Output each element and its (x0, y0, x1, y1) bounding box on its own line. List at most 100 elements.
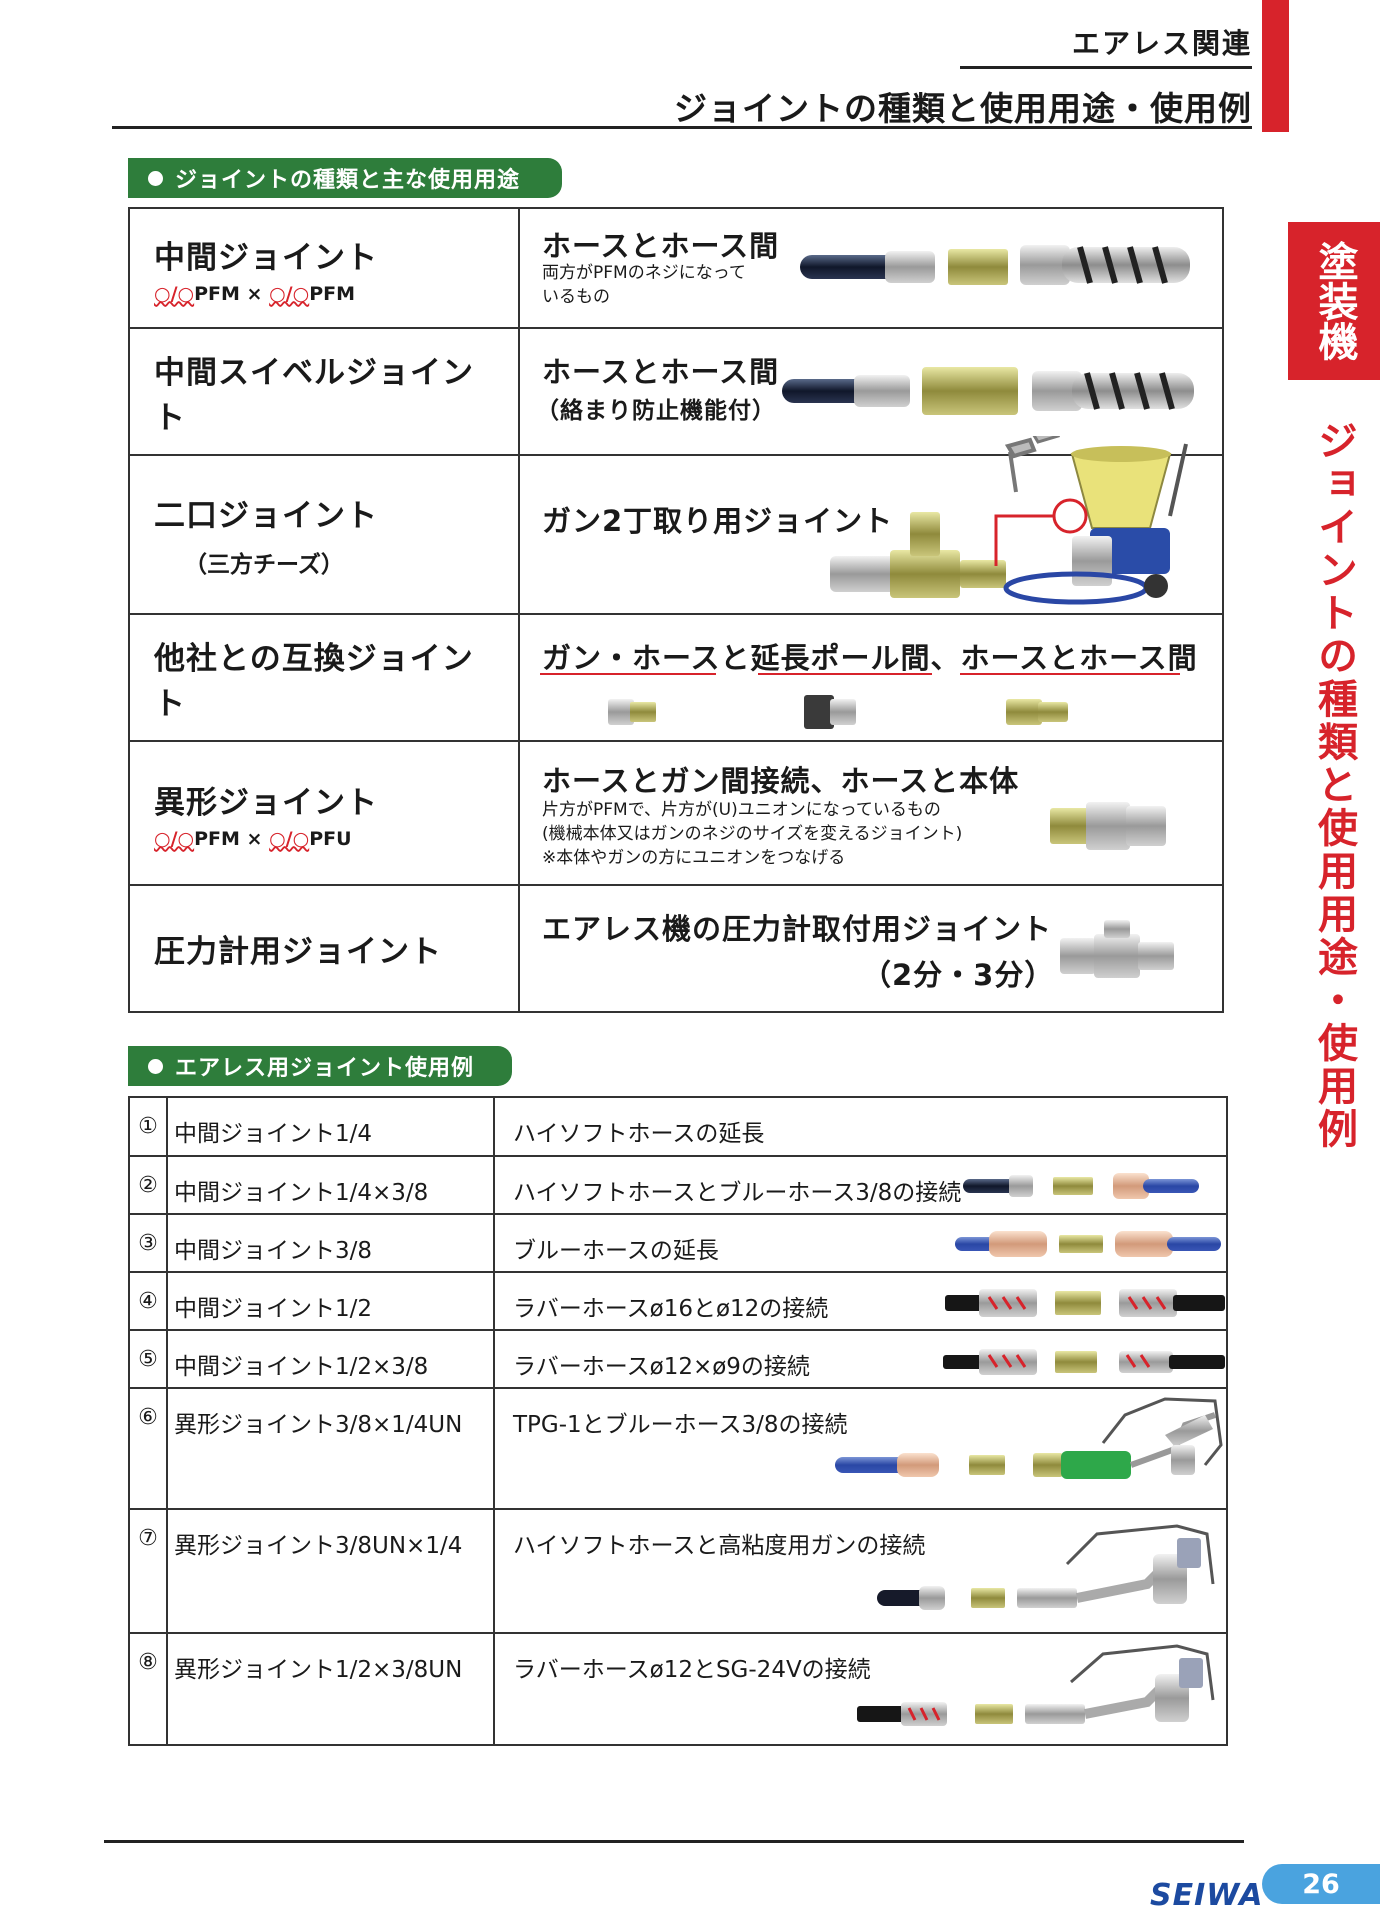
table-row: 他社との互換ジョイント ガン・ホースと延長ポール間、ホースとホース間 (130, 615, 1222, 742)
usage-text: ブルーホースの延長 (513, 1238, 719, 1264)
joint-name: 異形ジョイント (154, 784, 378, 821)
section1-title: ジョイントの種類と主な使用用途 (175, 168, 521, 193)
compat-joints-illustration (608, 695, 1068, 729)
pump-machine-illustration (994, 436, 1188, 605)
joint-use-desc: 両方がPFMのネジになっているもの (542, 263, 746, 307)
joint-use-heading: ガン2丁取り用ジョイント (542, 504, 894, 538)
page-number: 26 (1262, 1864, 1380, 1904)
page-title: ジョイントの種類と使用用途・使用例 (674, 89, 1252, 128)
usage-cell: ラバーホースø12×ø9の接続 (493, 1329, 1228, 1389)
side-vertical-title: ジョイントの種類と使用用途・使用例 (1311, 420, 1357, 1151)
bullet-icon (148, 1058, 163, 1074)
joint-use-heading: エアレス機の圧力計取付用ジョイント (542, 912, 1053, 946)
hose-joint-illustration (945, 1289, 1225, 1317)
joint-model: 中間ジョイント1/4×3/8 (166, 1155, 495, 1215)
usage-text: ハイソフトホースの延長 (513, 1121, 765, 1147)
row-number: ② (128, 1155, 168, 1215)
joint-name: 中間スイベルジョイント (154, 354, 474, 436)
joint-use-cell: ガン2丁取り用ジョイント (520, 436, 1222, 613)
table-row: ① 中間ジョイント1/4 ハイソフトホースの延長 (128, 1096, 1228, 1157)
row-number: ① (128, 1096, 168, 1157)
joint-use-cell: エアレス機の圧力計取付用ジョイント （2分・3分） (520, 886, 1222, 1011)
joint-thread-spec: ○/○PFM × ○/○PFM (154, 282, 355, 305)
joint-use-cell: ガン・ホースと延長ポール間、ホースとホース間 (520, 615, 1222, 740)
joint-name: 圧力計用ジョイント (154, 934, 442, 970)
joint-use-heading: ホースとガン間接続、ホースと本体 (542, 764, 1020, 798)
bullet-icon (148, 170, 163, 186)
row-number: ⑥ (128, 1387, 168, 1510)
joint-name-cell: 二口ジョイント （三方チーズ） (130, 456, 520, 613)
table-row: ③ 中間ジョイント3/8 ブルーホースの延長 (128, 1213, 1228, 1273)
union-joint-illustration (1050, 802, 1166, 850)
spray-gun-illustration (857, 1644, 1215, 1726)
table-row: 圧力計用ジョイント エアレス機の圧力計取付用ジョイント （2分・3分） (130, 886, 1222, 1011)
joint-types-table: 中間ジョイント ○/○PFM × ○/○PFM ホースとホース間 両方がPFMの… (128, 207, 1224, 1013)
usage-cell: ブルーホースの延長 (493, 1213, 1228, 1273)
usage-text: ラバーホースø12×ø9の接続 (513, 1354, 810, 1380)
table-row: 中間ジョイント ○/○PFM × ○/○PFM ホースとホース間 両方がPFMの… (130, 209, 1222, 329)
seiwa-logo: SEIWA (1150, 1878, 1264, 1913)
joint-use-desc: 片方がPFMで、片方が(U)ユニオンになっているもの (機械本体又はガンのネジの… (542, 800, 963, 868)
red-underlines (540, 673, 1180, 675)
section2-heading: エアレス用ジョイント使用例 (128, 1046, 512, 1086)
table-row: ⑥ 異形ジョイント3/8×1/4UN TPG-1とブルーホース3/8の接続 (128, 1387, 1228, 1510)
header-category: エアレス関連 (1071, 27, 1252, 60)
hose-joint-illustration (800, 245, 1190, 285)
usage-text: ハイソフトホースと高粘度用ガンの接続 (513, 1533, 926, 1559)
table-row: ⑦ 異形ジョイント3/8UN×1/4 ハイソフトホースと高粘度用ガンの接続 (128, 1508, 1228, 1634)
row-number: ⑦ (128, 1508, 168, 1634)
row-number: ④ (128, 1271, 168, 1331)
header-red-bar (1262, 0, 1289, 132)
usage-text: ラバーホースø16とø12の接続 (513, 1296, 829, 1322)
joint-name-cell: 異形ジョイント ○/○PFM × ○/○PFU (130, 742, 520, 884)
joint-name-cell: 中間スイベルジョイント (130, 329, 520, 454)
joint-use-cell: ホースとガン間接続、ホースと本体 片方がPFMで、片方が(U)ユニオンになってい… (520, 742, 1222, 884)
usage-cell: ハイソフトホースの延長 (493, 1096, 1228, 1157)
side-tab[interactable]: 塗装機 (1288, 222, 1380, 380)
usage-cell: ラバーホースø16とø12の接続 (493, 1271, 1228, 1331)
footer-divider (104, 1840, 1244, 1843)
table-row: ④ 中間ジョイント1/2 ラバーホースø16とø12の接続 (128, 1271, 1228, 1331)
table-row: 異形ジョイント ○/○PFM × ○/○PFU ホースとガン間接続、ホースと本体… (130, 742, 1222, 886)
section2-title: エアレス用ジョイント使用例 (175, 1056, 475, 1081)
header-underline (112, 126, 1252, 129)
joint-use-cell: ホースとホース間 両方がPFMのネジになっているもの (520, 209, 1222, 327)
spray-gun-illustration (877, 1524, 1215, 1610)
tee-joint-illustration (830, 512, 1006, 598)
header-divider (960, 66, 1252, 69)
joint-use-heading: ガン・ホースと延長ポール間、ホースとホース間 (542, 641, 1198, 675)
joint-use-subheading: （絡まり防止機能付） (536, 398, 776, 424)
table-row: ⑧ 異形ジョイント1/2×3/8UN ラバーホースø12とSG-24Vの接続 (128, 1632, 1228, 1746)
usage-cell: TPG-1とブルーホース3/8の接続 (493, 1387, 1228, 1510)
section1-heading: ジョイントの種類と主な使用用途 (128, 158, 562, 198)
joint-model: 中間ジョイント1/2×3/8 (166, 1329, 495, 1389)
table-row: ⑤ 中間ジョイント1/2×3/8 ラバーホースø12×ø9の接続 (128, 1329, 1228, 1389)
hose-joint-illustration (943, 1349, 1225, 1375)
joint-examples-table: ① 中間ジョイント1/4 ハイソフトホースの延長 ② 中間ジョイント1/4×3/… (128, 1096, 1228, 1746)
table-row: 二口ジョイント （三方チーズ） ガン2丁取り用ジョイント (130, 436, 1222, 615)
joint-model: 中間ジョイント3/8 (166, 1213, 495, 1273)
joint-use-subheading: （2分・3分） (862, 958, 1055, 992)
joint-alt-name: （三方チーズ） (184, 552, 344, 578)
side-tab-label: 塗装機 (1311, 241, 1358, 361)
joint-model: 異形ジョイント1/2×3/8UN (166, 1632, 495, 1746)
usage-cell: ハイソフトホースとブルーホース3/8の接続 (493, 1155, 1228, 1215)
row-number: ⑤ (128, 1329, 168, 1389)
usage-cell: ラバーホースø12とSG-24Vの接続 (493, 1632, 1228, 1746)
table-row: ② 中間ジョイント1/4×3/8 ハイソフトホースとブルーホース3/8の接続 (128, 1155, 1228, 1215)
usage-text: TPG-1とブルーホース3/8の接続 (513, 1412, 848, 1438)
joint-use-heading: ホースとホース間 (542, 355, 780, 389)
usage-text: ハイソフトホースとブルーホース3/8の接続 (513, 1180, 962, 1206)
joint-model: 異形ジョイント3/8×1/4UN (166, 1387, 495, 1510)
swivel-joint-illustration (782, 367, 1194, 415)
row-number: ⑧ (128, 1632, 168, 1746)
joint-thread-spec: ○/○PFM × ○/○PFU (154, 827, 352, 850)
joint-model: 異形ジョイント3/8UN×1/4 (166, 1508, 495, 1634)
spray-gun-illustration (835, 1397, 1223, 1479)
joint-name: 中間ジョイント (154, 239, 378, 276)
joint-name: 二口ジョイント (154, 498, 378, 534)
joint-name-cell: 他社との互換ジョイント (130, 615, 520, 740)
joint-model: 中間ジョイント1/2 (166, 1271, 495, 1331)
joint-name-cell: 中間ジョイント ○/○PFM × ○/○PFM (130, 209, 520, 327)
joint-name-cell: 圧力計用ジョイント (130, 886, 520, 1011)
